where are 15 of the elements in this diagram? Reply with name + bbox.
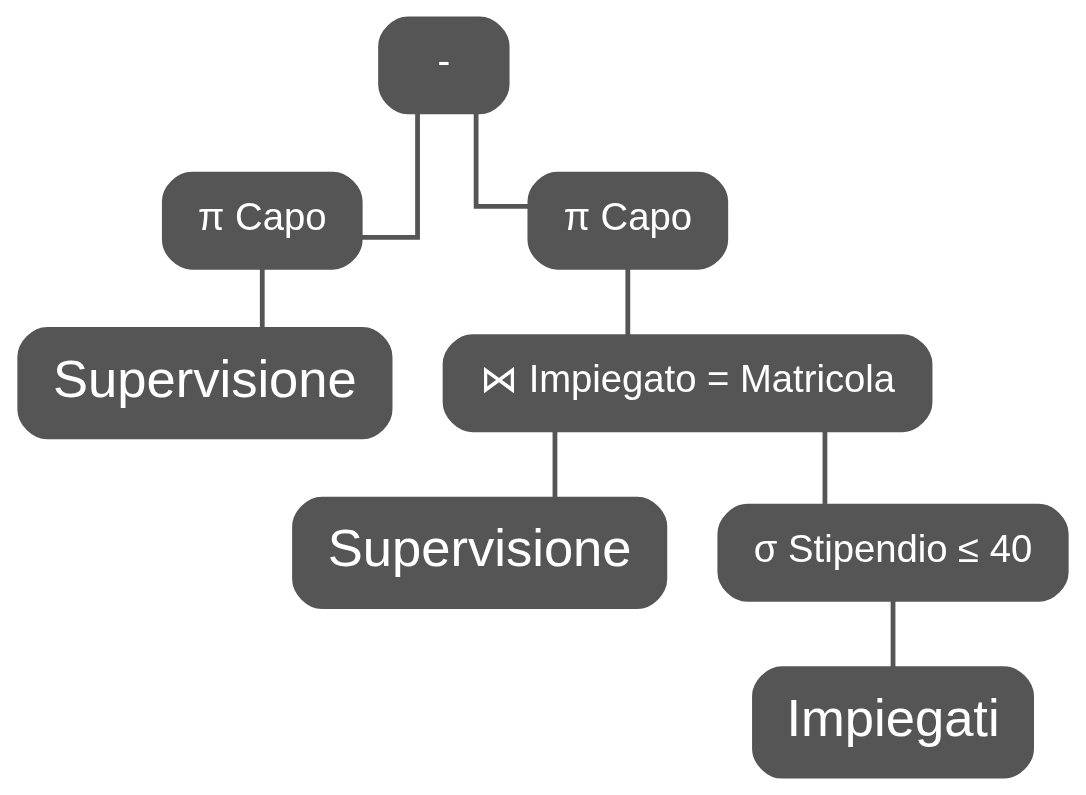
node-box: σ Stipendio ≤ 40	[717, 503, 1069, 602]
node-box: π Capo	[161, 171, 363, 270]
node-box: π Capo	[527, 171, 729, 270]
connector	[890, 600, 896, 667]
connector	[259, 268, 265, 328]
node-box: Impiegati	[752, 666, 1034, 779]
connector	[473, 113, 529, 209]
node-box: Supervisione	[292, 496, 668, 609]
node-box: Supervisione	[17, 327, 393, 440]
connector	[822, 431, 828, 504]
connector	[552, 431, 558, 498]
connector	[625, 268, 631, 336]
connector	[361, 113, 420, 240]
node-box: ⋈ Impiegato = Matricola	[442, 334, 933, 433]
node-box: -	[378, 16, 510, 115]
